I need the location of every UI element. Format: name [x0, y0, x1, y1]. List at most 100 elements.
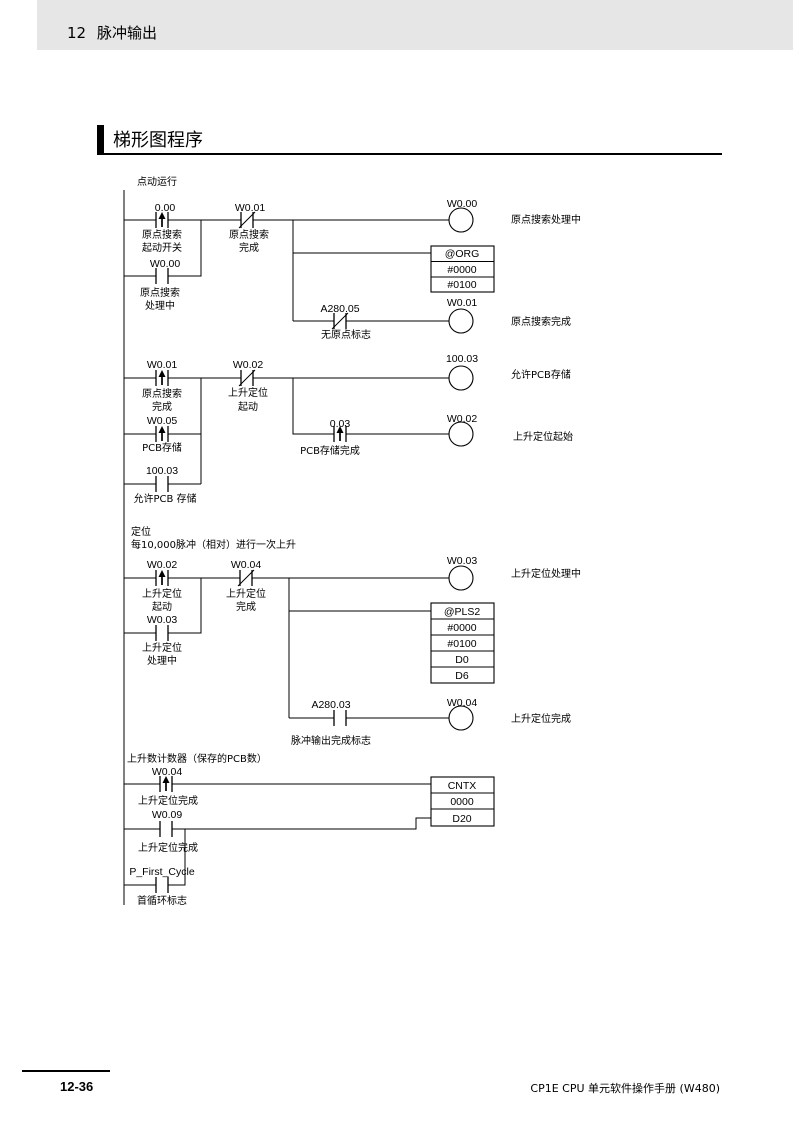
up-differentiated-contact-icon: [155, 211, 169, 229]
instruction-operand: @ORG: [445, 248, 480, 260]
contact-comment: 上升定位: [142, 587, 182, 600]
coil-address: W0.02: [447, 413, 478, 425]
contact-comment: 起动开关: [142, 241, 182, 254]
contact-address: 100.03: [146, 465, 178, 477]
chapter-header: [37, 0, 793, 50]
no-contact-icon: [155, 876, 169, 894]
contact-address: W0.01: [147, 359, 178, 371]
output-coil-icon: [448, 565, 474, 591]
instruction-operand: CNTX: [448, 780, 477, 792]
contact-address: W0.03: [147, 614, 178, 626]
instruction-operand: #0100: [447, 638, 476, 650]
nc-contact-icon: [237, 569, 255, 587]
contact-comment: 原点搜索: [142, 228, 182, 241]
contact-address: W0.01: [235, 202, 266, 214]
contact-address: W0.09: [152, 809, 183, 821]
contact-comment: 原点搜索: [142, 387, 182, 400]
section-title: 梯形图程序: [113, 130, 203, 151]
contact-comment: 处理中: [147, 654, 177, 667]
instruction-operand: D0: [455, 654, 469, 666]
section-title-marker: [97, 125, 104, 155]
instruction-operand: @PLS2: [444, 606, 481, 618]
rung3-comment: 定位: [131, 525, 151, 538]
contact-comment: 起动: [152, 601, 172, 613]
contact-comment: 上升定位完成: [138, 841, 198, 854]
contact-address: P_First_Cycle: [129, 866, 195, 878]
output-coil-icon: [448, 705, 474, 731]
contact-comment: 完成: [236, 600, 256, 613]
manual-title: CP1E CPU 单元软件操作手册 (W480): [530, 1082, 720, 1095]
contact-comment: 无原点标志: [321, 328, 371, 341]
nc-contact-icon: [238, 369, 256, 387]
contact-address: W0.02: [147, 559, 178, 571]
output-coil-icon: [448, 365, 474, 391]
contact-address: W0.04: [231, 559, 262, 571]
contact-comment: PCB存储: [142, 441, 182, 454]
org-instruction-block: @ORG #0000 #0100: [430, 245, 495, 293]
contact-comment: 允许PCB 存储: [133, 492, 196, 505]
contact-comment: 上升定位: [142, 641, 182, 654]
no-contact-icon: [155, 475, 169, 493]
coil-comment: 允许PCB存储: [511, 368, 571, 381]
contact-comment: 完成: [239, 241, 259, 254]
output-coil-icon: [448, 207, 474, 233]
contact-comment: 处理中: [145, 299, 175, 312]
contact-address: W0.00: [150, 258, 181, 270]
rung1-wires: [124, 219, 449, 322]
contact-address: W0.04: [152, 766, 183, 778]
cntx-instruction-block: CNTX 0000 D20: [430, 776, 495, 827]
contact-address: 0.00: [155, 202, 176, 214]
output-coil-icon: [448, 421, 474, 447]
coil-address: W0.03: [447, 555, 478, 567]
instruction-operand: 0000: [450, 796, 474, 808]
coil-address: W0.00: [447, 198, 478, 210]
nc-contact-icon: [331, 312, 349, 330]
instruction-operand: #0100: [447, 279, 476, 291]
contact-comment: PCB存储完成: [300, 444, 360, 457]
contact-address: W0.02: [233, 359, 264, 371]
contact-comment: 脉冲输出完成标志: [291, 734, 371, 747]
coil-comment: 原点搜索完成: [511, 315, 571, 328]
up-differentiated-contact-icon: [159, 775, 173, 793]
instruction-operand: #0000: [447, 264, 476, 276]
coil-address: 100.03: [446, 353, 478, 365]
contact-address: A280.03: [311, 699, 350, 711]
chapter-number: 12: [67, 24, 87, 42]
instruction-operand: D6: [455, 670, 469, 682]
contact-address: W0.05: [147, 415, 178, 427]
rung1-comment: 点动运行: [137, 175, 177, 188]
instruction-operand: D20: [452, 813, 471, 825]
no-contact-icon: [159, 820, 173, 838]
contact-comment: 上升定位完成: [138, 794, 198, 807]
coil-address: W0.01: [447, 297, 478, 309]
no-contact-icon: [333, 709, 347, 727]
output-coil-icon: [448, 308, 474, 334]
page-number: 12-36: [60, 1079, 94, 1094]
coil-address: W0.04: [447, 697, 478, 709]
no-contact-icon: [155, 624, 169, 642]
section-title-rule: [97, 153, 722, 155]
instruction-operand: #0000: [447, 622, 476, 634]
rung4-wires: [124, 783, 431, 886]
no-contact-icon: [155, 267, 169, 285]
contact-comment: 上升定位: [226, 587, 266, 600]
contact-address: A280.05: [320, 303, 359, 315]
up-differentiated-contact-icon: [155, 425, 169, 443]
contact-comment: 原点搜索: [229, 228, 269, 241]
coil-comment: 原点搜索处理中: [511, 213, 581, 226]
chapter-title: 脉冲输出: [97, 24, 158, 42]
coil-comment: 上升定位完成: [511, 712, 571, 725]
rung3-wires: [124, 577, 449, 719]
coil-comment: 上升定位起始: [513, 430, 573, 443]
contact-comment: 上升定位: [228, 386, 268, 399]
rung3-comment: 每10,000脉冲（相对）进行一次上升: [131, 538, 296, 551]
up-differentiated-contact-icon: [155, 369, 169, 387]
contact-address: 0.03: [330, 418, 351, 430]
contact-comment: 完成: [152, 400, 172, 413]
contact-comment: 起动: [238, 401, 258, 413]
rung4-comment: 上升数计数器（保存的PCB数）: [127, 752, 267, 765]
up-differentiated-contact-icon: [155, 569, 169, 587]
footer-rule: [22, 1070, 110, 1072]
pls2-instruction-block: @PLS2 #0000 #0100 D0 D6: [430, 602, 495, 684]
